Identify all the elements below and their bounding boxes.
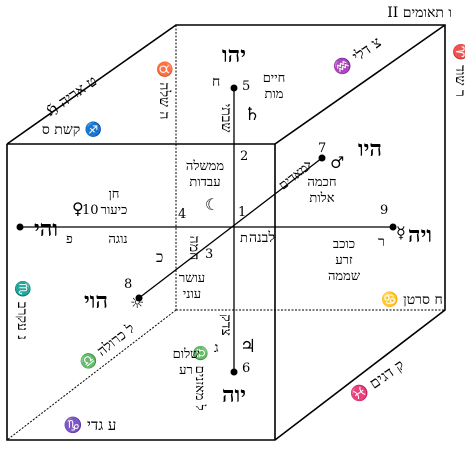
edge-label-back-left-top: ♉ ה שלה — [156, 61, 173, 120]
node-9-number: 9 — [380, 203, 388, 218]
edge-label-top-right: ♒ צ דלי — [330, 33, 385, 79]
node-10-dot — [16, 223, 24, 231]
node-7-dot — [318, 154, 326, 162]
node-9-title: ויה — [408, 222, 432, 248]
node-4-number: 4 — [178, 207, 186, 222]
node-6-letter: ג — [214, 340, 219, 356]
node-5-letter: ח — [212, 74, 220, 90]
node-7-number: 7 — [318, 141, 326, 156]
edge-label-left-side: ♏ נ עקרב — [14, 280, 31, 340]
edge-label-bottom-right: ♓ ק דגים — [347, 356, 408, 406]
edge-label-top-left: ℌ ט אריה — [42, 72, 101, 121]
node-5-symbol: ♄ — [244, 104, 260, 125]
node-2-number: 2 — [240, 149, 248, 164]
node-5-number: 5 — [242, 79, 250, 94]
node-7-line1: חכמה — [307, 175, 336, 190]
node-7-letter: ד — [304, 158, 311, 174]
node-5-dot — [230, 84, 238, 92]
axis-label-center-left-mid: חמה — [186, 236, 202, 261]
node-10-number: 10 — [82, 203, 99, 218]
node-6-dot — [230, 368, 238, 376]
node-8-number: 8 — [124, 277, 132, 292]
node-9-line2: זרע — [335, 253, 353, 268]
inner-axes — [20, 88, 393, 372]
node-8-title: הוי — [84, 288, 108, 314]
node-1-letter: ת — [240, 231, 248, 246]
node-9-letter: ר — [378, 234, 385, 250]
node-3-line1: עושר — [179, 271, 205, 286]
node-4-line1: חן — [108, 187, 119, 202]
node-6-symbol: ♃ — [240, 336, 256, 357]
node-3-line2: עוני — [183, 287, 201, 302]
node-5-line1: חיים — [263, 71, 286, 86]
node-10-symbol: ♀ — [72, 199, 84, 218]
node-2-symbol: ☾ — [205, 195, 219, 214]
axis-label-center-vertical-bottom: צדק — [218, 314, 234, 336]
node-4-line2: כיעור — [101, 203, 128, 218]
node-9-dot — [389, 223, 397, 231]
edge-label-front-left: קשת ס ♐ — [42, 121, 102, 138]
node-9-line1: כוכב — [333, 237, 355, 252]
node-6-title: יוה — [222, 382, 246, 408]
node-10-title: והי — [34, 216, 58, 242]
node-7-line2: אלות — [309, 191, 334, 206]
edge-label-back-right-top: ♈ ר שוד — [452, 43, 465, 96]
node-1-text: לבנה — [249, 230, 275, 246]
edge-label-bottom-center-vertical: ♎ ל מאזנים — [192, 345, 208, 410]
front-top-right-edge — [274, 24, 446, 145]
node-7-title: היו — [358, 136, 382, 162]
node-8-symbol: ☼ — [130, 293, 144, 312]
node-5-title: יהו — [222, 42, 246, 68]
node-2-line1: ממשלה — [186, 159, 224, 174]
node-4-letter: פ — [66, 232, 73, 247]
node-6-line2: רע — [179, 363, 193, 378]
axis-label-center-vertical-top: שבתי — [218, 104, 234, 133]
edge-label-front-bottom: ♑ ע גדי — [64, 416, 117, 434]
node-6-number: 6 — [242, 361, 250, 376]
node-2-line2: עבדות — [189, 175, 220, 190]
node-3-number: 3 — [205, 247, 213, 262]
node-10-line1: נוגה — [108, 232, 127, 247]
node-dots — [16, 84, 397, 376]
diagonal-axis — [138, 157, 323, 299]
node-9-symbol: ☿ — [396, 223, 406, 242]
top-right-label: II ו תאומים — [387, 5, 452, 21]
node-6-line1: שלום — [173, 347, 201, 362]
node-9-line3: שממה — [328, 269, 361, 284]
node-5-line2: מות — [265, 87, 284, 102]
node-8-dot — [135, 294, 143, 302]
edge-label-right-face: ♋ ח סרטן — [381, 291, 443, 308]
node-1-number: 1 — [238, 205, 246, 220]
node-7-symbol: ♂ — [330, 153, 344, 172]
hidden-diagonal-edge — [6, 309, 177, 441]
node-3-letter: כ — [156, 248, 163, 266]
cube-frame — [6, 24, 446, 441]
